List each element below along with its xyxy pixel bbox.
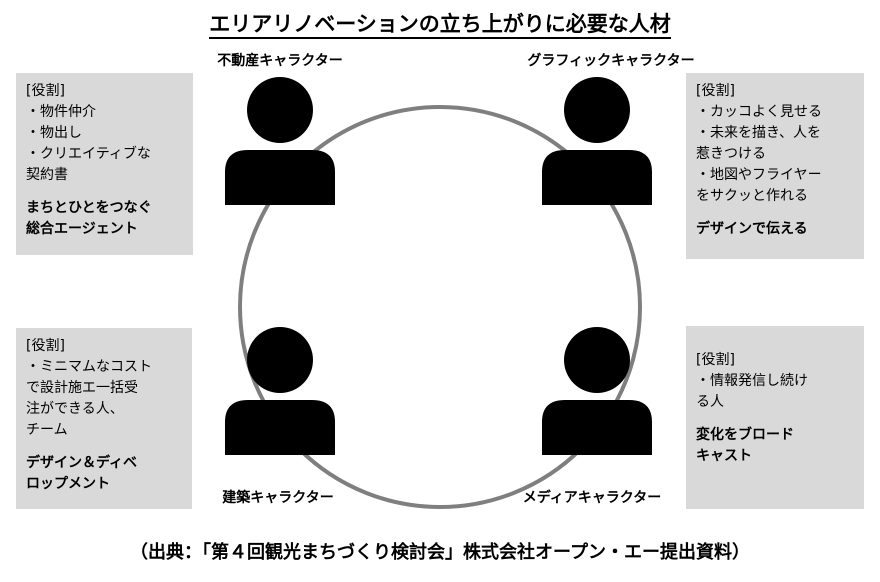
character-name-graphic: グラフィックキャラクター xyxy=(527,53,695,69)
person-icon xyxy=(542,77,652,205)
role-item: 契約書 xyxy=(26,167,68,183)
role-item: で設計施エ一括受 xyxy=(26,380,138,396)
summary-line: まちとひとをつなぐ xyxy=(26,200,152,216)
person-icon xyxy=(225,77,335,205)
person-icon xyxy=(225,327,335,455)
character-name-architecture: 建築キャラクター xyxy=(222,490,334,506)
role-item: チーム xyxy=(26,422,68,438)
character-name-realestate: 不動産キャラクター xyxy=(217,53,343,69)
role-item: をサクッと作れる xyxy=(696,188,808,204)
connecting-circle xyxy=(238,105,642,509)
source-citation: （出典：「第４回観光まちづくり検討会」株式会社オープン・エー提出資料） xyxy=(130,542,750,563)
role-summary: デザイン＆ディベ ロップメント xyxy=(26,453,182,495)
diagram-title: エリアリノベーションの立ち上がりに必要な人材 xyxy=(0,8,880,39)
role-box-architecture: [役割] ・ミニマムなコスト で設計施エ一括受 注ができる人、 チーム デザイン… xyxy=(16,328,192,509)
role-item: ・物出し xyxy=(26,125,82,141)
role-item: る人 xyxy=(696,394,724,410)
role-box-realestate: [役割] ・物件仲介 ・物出し ・クリエイティブな 契約書 まちとひとをつなぐ … xyxy=(16,73,193,255)
role-item: ・情報発信し続け xyxy=(696,373,808,389)
role-box-media: [役割] ・情報発信し続け る人 変化をブロード キャスト xyxy=(686,326,864,509)
role-list: ・情報発信し続け る人 xyxy=(696,371,854,413)
role-heading: [役割] xyxy=(26,338,65,354)
role-item: ・未来を描き、人を xyxy=(696,125,822,141)
summary-line: キャスト xyxy=(696,448,752,464)
role-item: 注ができる人、 xyxy=(26,401,124,417)
role-item: 惹きつける xyxy=(696,146,766,162)
role-box-graphic: [役割] ・カッコよく見せる ・未来を描き、人を 惹きつける ・地図やフライヤー… xyxy=(686,73,864,259)
person-icon xyxy=(542,327,652,455)
role-list: ・カッコよく見せる ・未来を描き、人を 惹きつける ・地図やフライヤー をサクッ… xyxy=(696,102,854,207)
role-heading: [役割] xyxy=(696,352,735,368)
role-item: ・ミニマムなコスト xyxy=(26,359,152,375)
summary-line: デザインで伝える xyxy=(696,221,808,237)
role-heading: [役割] xyxy=(696,83,735,99)
role-heading: [役割] xyxy=(26,83,65,99)
summary-line: 変化をブロード xyxy=(696,427,794,443)
role-item: ・物件仲介 xyxy=(26,104,96,120)
role-item: ・カッコよく見せる xyxy=(696,104,822,120)
summary-line: デザイン＆ディベ xyxy=(26,455,138,471)
role-summary: 変化をブロード キャスト xyxy=(696,425,854,467)
role-item: ・地図やフライヤー xyxy=(696,167,822,183)
title-text: エリアリノベーションの立ち上がりに必要な人材 xyxy=(209,12,671,39)
summary-line: 総合エージェント xyxy=(26,221,138,237)
role-summary: まちとひとをつなぐ 総合エージェント xyxy=(26,198,183,240)
summary-line: ロップメント xyxy=(26,476,110,492)
role-list: ・物件仲介 ・物出し ・クリエイティブな 契約書 xyxy=(26,102,183,186)
role-list: ・ミニマムなコスト で設計施エ一括受 注ができる人、 チーム xyxy=(26,357,182,441)
character-name-media: メディアキャラクター xyxy=(522,490,662,506)
role-summary: デザインで伝える xyxy=(696,219,854,240)
role-item: ・クリエイティブな xyxy=(26,146,151,162)
